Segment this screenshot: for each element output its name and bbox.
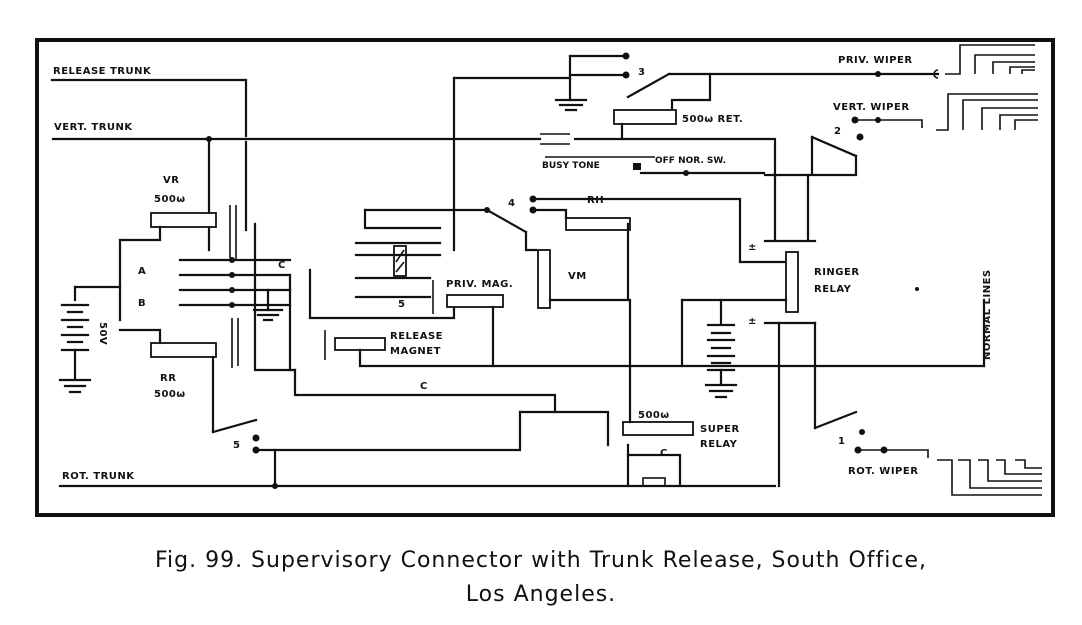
vr-resistance: 500ω	[154, 194, 186, 205]
plus-minus-top: ±	[748, 242, 757, 253]
battery-right	[704, 298, 738, 399]
priv-wiper: PRIV. WIPER	[838, 44, 1035, 79]
diagram-frame	[35, 38, 1055, 517]
release-mechanism: 5 PRIV. MAG. RELEASE MAGNET	[308, 208, 986, 368]
super-resistance: 500ω	[638, 410, 670, 421]
rh-relay-switch-4: 4 RH VM	[363, 195, 792, 309]
figure-caption-line-2: Los Angeles.	[465, 582, 617, 607]
switch-5-label: 5	[398, 299, 405, 310]
busy-tone-off-normal-switch: BUSY TONE OFF NOR. SW.	[542, 156, 810, 242]
vert-trunk-label: VERT. TRUNK	[54, 122, 133, 133]
rot-trunk-label: ROT. TRUNK	[62, 471, 135, 482]
switch-2-label: 2	[834, 126, 841, 137]
battery-label: 50V	[97, 322, 108, 345]
switch-1-rot-wiper: 1 ROT. WIPER	[813, 410, 1042, 496]
release-trunk: RELEASE TRUNK	[50, 66, 248, 232]
plus-minus-bottom: ±	[748, 316, 757, 327]
c-label-1: C	[278, 260, 286, 271]
ab-contacts: A B C	[138, 222, 297, 372]
c-label-2: C	[420, 381, 428, 392]
contact-a-label: A	[138, 266, 146, 277]
vert-trunk: VERT. TRUNK	[51, 122, 777, 252]
switch-4-label: 4	[508, 198, 515, 209]
super-relay: 500ω SUPER RELAY C	[622, 298, 740, 487]
super-relay-label-1: SUPER	[700, 424, 740, 435]
ringer-relay: ± RINGER RELAY ±	[680, 239, 860, 488]
ringer-relay-label-2: RELAY	[814, 284, 852, 295]
battery-50v: 50V	[58, 285, 122, 394]
super-relay-label-2: RELAY	[700, 439, 738, 450]
contact-b-label: B	[138, 298, 146, 309]
release-magnet-label-2: MAGNET	[390, 346, 441, 357]
switch-3: 3 500ω RET.	[452, 52, 940, 252]
rh-label: RH	[587, 195, 604, 206]
release-trunk-label: RELEASE TRUNK	[53, 66, 152, 77]
rr-resistance: 500ω	[154, 389, 186, 400]
off-normal-switch-label: OFF NOR. SW.	[655, 156, 726, 166]
circuit-diagram: RELEASE TRUNK VERT. TRUNK 3 500ω RET. PR…	[35, 38, 1055, 517]
c-line: C	[273, 368, 610, 452]
switch-3-label: 3	[638, 67, 645, 78]
figure-caption-line-1: Fig. 99. Supervisory Connector with Trun…	[154, 548, 928, 573]
vr-label: VR	[163, 175, 179, 186]
vert-wiper: VERT. WIPER 2	[763, 93, 1038, 177]
rr-relay: RR 500ω	[118, 318, 239, 434]
ret-relay-label: 500ω RET.	[682, 114, 743, 125]
priv-mag-label: PRIV. MAG.	[446, 279, 513, 290]
vm-label: VM	[568, 271, 587, 282]
normal-lines-label: NORMAL LINES	[982, 269, 993, 360]
switch-5-bottom-label: 5	[233, 440, 240, 451]
c-label-3: C	[660, 448, 668, 459]
busy-tone-label: BUSY TONE	[542, 161, 600, 171]
release-magnet-label-1: RELEASE	[390, 331, 443, 342]
rot-trunk: ROT. TRUNK	[58, 471, 777, 489]
rot-wiper-label: ROT. WIPER	[848, 466, 918, 477]
priv-wiper-label: PRIV. WIPER	[838, 55, 913, 66]
vert-wiper-label: VERT. WIPER	[833, 102, 910, 113]
rr-label: RR	[160, 373, 176, 384]
switch-5-bottom: 5	[211, 418, 277, 487]
switch-1-label: 1	[838, 436, 845, 447]
ringer-relay-label-1: RINGER	[814, 267, 860, 278]
vr-relay: VR 500ω	[118, 175, 237, 322]
